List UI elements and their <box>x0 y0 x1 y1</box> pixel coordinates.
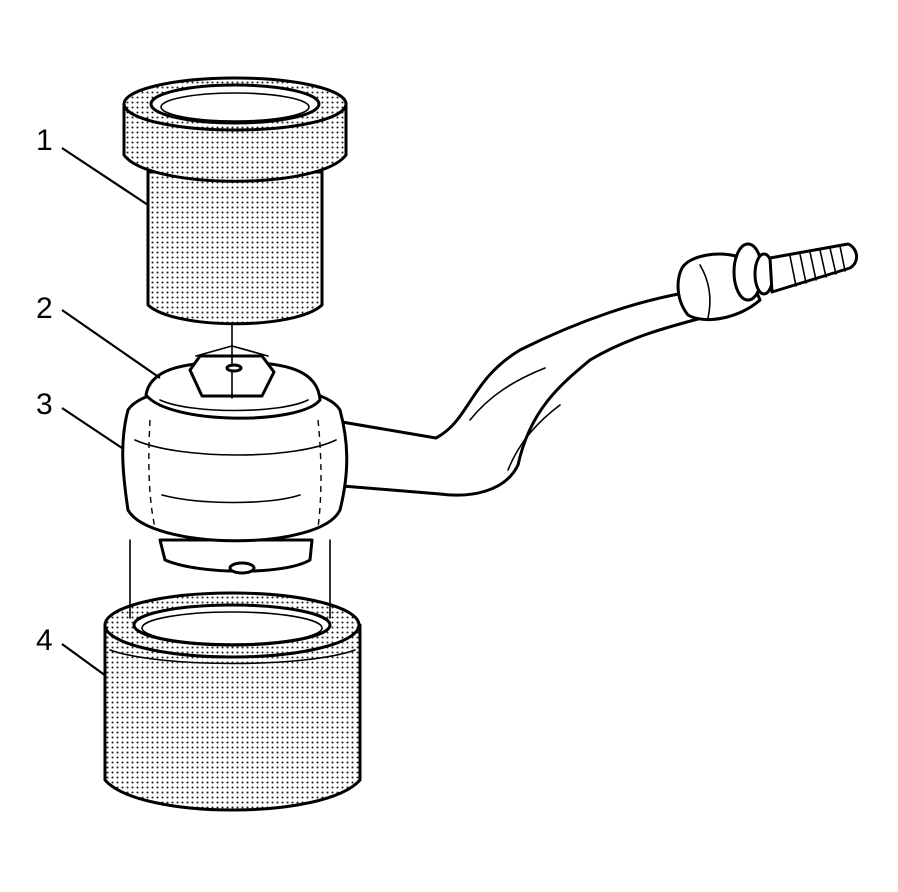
leader-1 <box>61 147 149 206</box>
adapter-item-2 <box>195 345 269 357</box>
callout-4: 4 <box>36 624 53 657</box>
callout-2: 2 <box>36 292 53 325</box>
callout-labels: 1 2 3 4 <box>36 124 53 657</box>
remover-item-1 <box>122 76 348 326</box>
callout-leaders <box>61 147 161 677</box>
leader-2 <box>61 309 161 379</box>
alignment-lines-lower <box>129 539 331 619</box>
callout-3: 3 <box>36 388 53 421</box>
control-arm <box>328 242 858 497</box>
leader-3 <box>61 407 123 449</box>
callout-1: 1 <box>36 124 53 157</box>
receiver-cup-item-4 <box>103 591 362 812</box>
leader-4 <box>61 643 107 677</box>
bushing-item-3 <box>121 354 349 575</box>
